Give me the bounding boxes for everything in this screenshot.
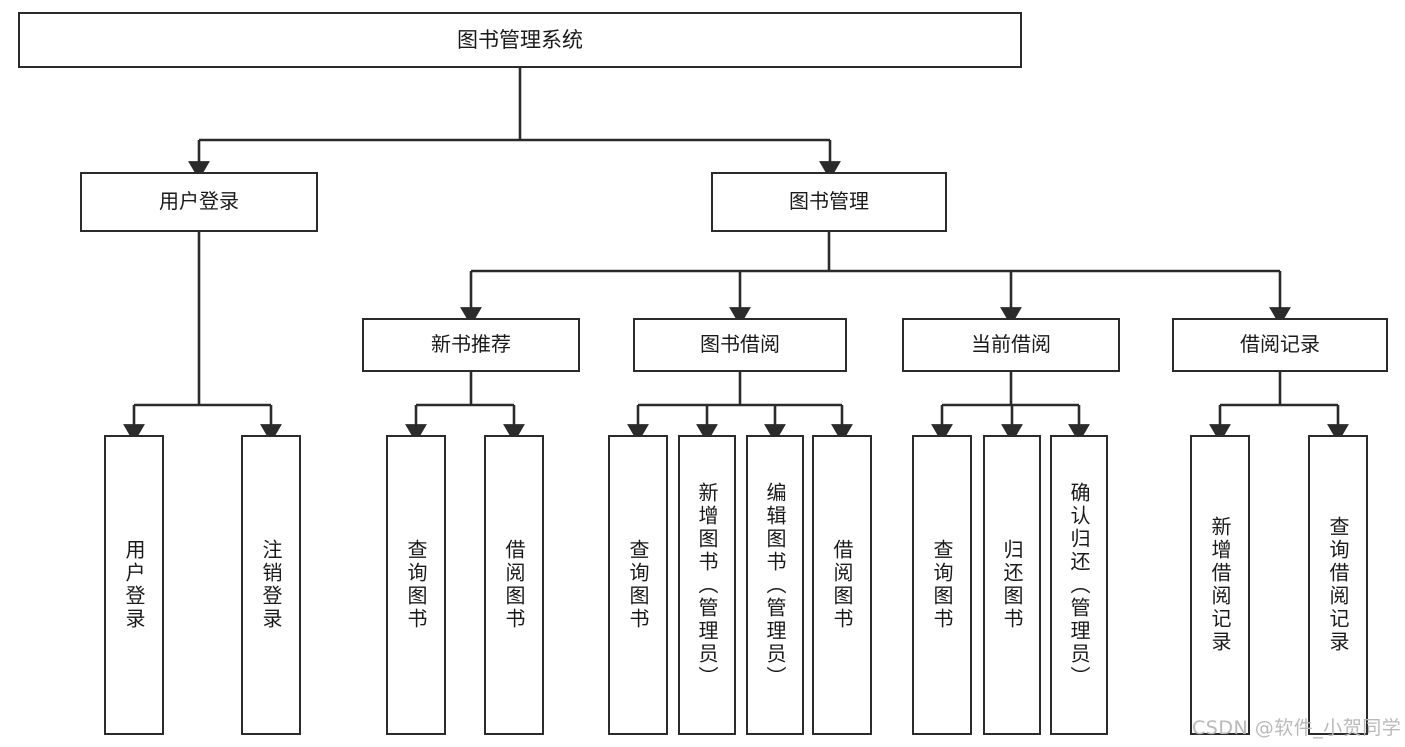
node-leaf-query-book-3-label: 查询图书 — [930, 539, 954, 631]
node-leaf-user-logout[interactable]: 注销登录 — [241, 435, 301, 735]
node-leaf-add-book[interactable]: 新增图书（管理员） — [678, 435, 736, 735]
node-leaf-query-record-label: 查询借阅记录 — [1326, 516, 1350, 654]
node-book-borrow-label: 图书借阅 — [700, 332, 780, 357]
node-leaf-add-record[interactable]: 新增借阅记录 — [1190, 435, 1250, 735]
node-user-login-label: 用户登录 — [159, 189, 239, 214]
node-current-borrow-label: 当前借阅 — [971, 332, 1051, 357]
node-book-manage[interactable]: 图书管理 — [711, 172, 947, 232]
node-leaf-user-logout-label: 注销登录 — [259, 539, 283, 631]
node-leaf-edit-book[interactable]: 编辑图书（管理员） — [746, 435, 804, 735]
node-leaf-confirm-return[interactable]: 确认归还（管理员） — [1050, 435, 1108, 735]
node-leaf-edit-book-label: 编辑图书（管理员） — [763, 481, 787, 689]
node-user-login[interactable]: 用户登录 — [80, 172, 318, 232]
node-leaf-return-book[interactable]: 归还图书 — [983, 435, 1041, 735]
node-current-borrow[interactable]: 当前借阅 — [902, 318, 1120, 372]
node-leaf-query-book-2-label: 查询图书 — [626, 539, 650, 631]
node-leaf-user-login[interactable]: 用户登录 — [104, 435, 164, 735]
node-leaf-user-login-label: 用户登录 — [122, 539, 146, 631]
node-leaf-add-book-label: 新增图书（管理员） — [695, 481, 719, 689]
node-leaf-borrow-book-1[interactable]: 借阅图书 — [484, 435, 544, 735]
node-leaf-query-book-1[interactable]: 查询图书 — [386, 435, 446, 735]
node-leaf-return-book-label: 归还图书 — [1000, 539, 1024, 631]
node-new-book-rec[interactable]: 新书推荐 — [362, 318, 580, 372]
node-leaf-borrow-book-2[interactable]: 借阅图书 — [812, 435, 872, 735]
node-borrow-record-label: 借阅记录 — [1240, 332, 1320, 357]
node-book-manage-label: 图书管理 — [789, 189, 869, 214]
node-leaf-borrow-book-1-label: 借阅图书 — [502, 539, 526, 631]
node-leaf-query-book-3[interactable]: 查询图书 — [912, 435, 972, 735]
node-root-system[interactable]: 图书管理系统 — [18, 12, 1022, 68]
node-root-system-label: 图书管理系统 — [457, 27, 583, 52]
node-leaf-query-book-1-label: 查询图书 — [404, 539, 428, 631]
node-leaf-borrow-book-2-label: 借阅图书 — [830, 539, 854, 631]
node-leaf-add-record-label: 新增借阅记录 — [1208, 516, 1232, 654]
node-leaf-query-record[interactable]: 查询借阅记录 — [1308, 435, 1368, 735]
node-book-borrow[interactable]: 图书借阅 — [633, 318, 847, 372]
node-leaf-confirm-return-label: 确认归还（管理员） — [1067, 481, 1091, 689]
node-borrow-record[interactable]: 借阅记录 — [1172, 318, 1388, 372]
watermark-text: CSDN @软件_小贺同学 — [1192, 717, 1402, 739]
node-leaf-query-book-2[interactable]: 查询图书 — [608, 435, 668, 735]
node-new-book-rec-label: 新书推荐 — [431, 332, 511, 357]
